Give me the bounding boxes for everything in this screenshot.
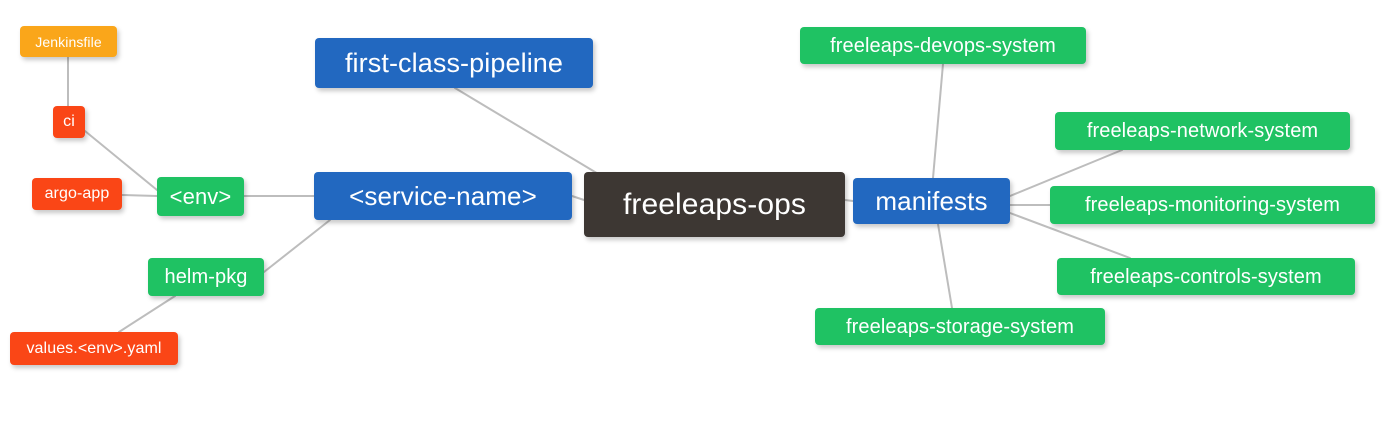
- mindmap-node-first-class-pipeline[interactable]: first-class-pipeline: [315, 38, 593, 88]
- node-label: ci: [63, 113, 75, 130]
- mindmap-node-freeleaps-controls-system[interactable]: freeleaps-controls-system: [1057, 258, 1355, 295]
- node-label: freeleaps-devops-system: [830, 34, 1056, 57]
- mindmap-node-service-name[interactable]: <service-name>: [314, 172, 572, 220]
- mindmap-node-jenkinsfile[interactable]: Jenkinsfile: [20, 26, 117, 57]
- edge-env-to-argo-app: [121, 194, 158, 197]
- mindmap-node-argo-app[interactable]: argo-app: [32, 178, 122, 210]
- mindmap-node-freeleaps-devops-system[interactable]: freeleaps-devops-system: [800, 27, 1086, 64]
- node-label: helm-pkg: [164, 266, 248, 288]
- node-label: freeleaps-ops: [622, 187, 807, 221]
- edge-freeleaps-ops-to-first-class-pipeline: [454, 87, 601, 176]
- node-label: first-class-pipeline: [344, 47, 564, 78]
- mindmap-node-values-env-yaml[interactable]: values.<env>.yaml: [10, 332, 178, 365]
- node-label: freeleaps-controls-system: [1090, 265, 1322, 288]
- edge-manifests-to-freeleaps-storage-system: [937, 223, 953, 309]
- node-label: freeleaps-network-system: [1086, 120, 1319, 142]
- node-label: values.<env>.yaml: [26, 339, 162, 357]
- edge-manifests-to-freeleaps-devops-system: [932, 63, 944, 179]
- node-label: <env>: [169, 183, 232, 209]
- mindmap-node-helm-pkg[interactable]: helm-pkg: [148, 258, 264, 296]
- node-label: argo-app: [44, 185, 110, 202]
- mindmap-node-freeleaps-ops[interactable]: freeleaps-ops: [584, 172, 845, 237]
- node-label: manifests: [875, 186, 988, 216]
- node-label: <service-name>: [349, 181, 537, 211]
- mindmap-node-freeleaps-monitoring-system[interactable]: freeleaps-monitoring-system: [1050, 186, 1375, 224]
- mindmap-node-freeleaps-storage-system[interactable]: freeleaps-storage-system: [815, 308, 1105, 345]
- mindmap-node-freeleaps-network-system[interactable]: freeleaps-network-system: [1055, 112, 1350, 150]
- node-label: Jenkinsfile: [35, 33, 102, 50]
- edge-helm-pkg-to-values-env-yaml: [118, 295, 176, 333]
- node-label: freeleaps-storage-system: [845, 315, 1075, 338]
- edge-freeleaps-ops-to-service-name: [571, 195, 585, 201]
- edge-service-name-to-helm-pkg: [263, 219, 331, 273]
- node-label: freeleaps-monitoring-system: [1084, 194, 1340, 216]
- edge-freeleaps-ops-to-manifests: [844, 199, 854, 202]
- mindmap-node-ci[interactable]: ci: [53, 106, 85, 138]
- mindmap-node-manifests[interactable]: manifests: [853, 178, 1010, 224]
- mindmap-node-env[interactable]: <env>: [157, 177, 244, 216]
